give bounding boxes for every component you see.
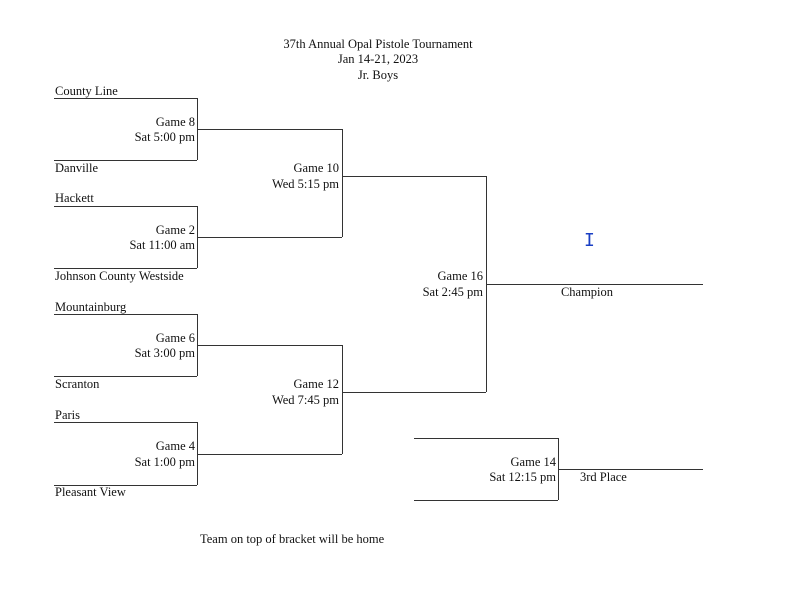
game-time: Sat 3:00 pm: [134, 346, 195, 360]
game-time: Wed 5:15 pm: [271, 177, 339, 191]
team-line: [54, 268, 197, 269]
bracket-line: [342, 345, 343, 454]
team-line: [54, 422, 197, 423]
footnote: Team on top of bracket will be home: [200, 532, 385, 546]
tournament-title: 37th Annual Opal Pistole Tournament: [283, 37, 473, 51]
game-label: Game 8: [155, 115, 195, 129]
game-label: Game 2: [155, 223, 195, 237]
team-name: Pleasant View: [55, 485, 126, 499]
bracket-line: [414, 500, 558, 501]
bracket-line: [197, 129, 342, 130]
team-name: Hackett: [55, 191, 94, 205]
game-label: Game 12: [293, 377, 339, 391]
champion-line: [486, 284, 703, 285]
game-label: Game 14: [510, 455, 556, 469]
game-label: Game 10: [293, 161, 339, 175]
game-time: Sat 5:00 pm: [134, 130, 195, 144]
team-line: [54, 485, 197, 486]
team-line: [54, 314, 197, 315]
team-line: [54, 160, 197, 161]
champion-label: Champion: [560, 285, 614, 299]
bracket-line: [197, 454, 342, 455]
game-time: Sat 12:15 pm: [489, 470, 556, 484]
team-name: Scranton: [55, 377, 100, 391]
bracket-line: [342, 176, 486, 177]
bracket-line: [197, 237, 342, 238]
bracket-line: [197, 422, 198, 485]
bracket-line: [414, 438, 558, 439]
team-name: Danville: [55, 161, 99, 175]
game-label: Game 16: [437, 269, 483, 283]
text-cursor-icon: I: [584, 230, 595, 251]
tournament-division: Jr. Boys: [357, 68, 399, 82]
bracket-line: [342, 392, 486, 393]
game-time: Sat 11:00 am: [129, 238, 195, 252]
game-label: Game 4: [155, 439, 195, 453]
game-time: Sat 1:00 pm: [134, 455, 195, 469]
team-name: Johnson County Westside: [55, 269, 184, 283]
game-time: Sat 2:45 pm: [422, 285, 483, 299]
team-name: County Line: [55, 84, 118, 98]
third-place-line: [558, 469, 703, 470]
third-place-label: 3rd Place: [580, 470, 627, 484]
tournament-dates: Jan 14-21, 2023: [337, 52, 419, 66]
team-line: [54, 376, 197, 377]
team-line: [54, 206, 197, 207]
team-name: Mountainburg: [55, 300, 127, 314]
bracket-line: [342, 129, 343, 237]
bracket-line: [197, 345, 342, 346]
team-line: [54, 98, 197, 99]
game-label: Game 6: [155, 331, 195, 345]
game-time: Wed 7:45 pm: [271, 393, 339, 407]
team-name: Paris: [55, 408, 80, 422]
